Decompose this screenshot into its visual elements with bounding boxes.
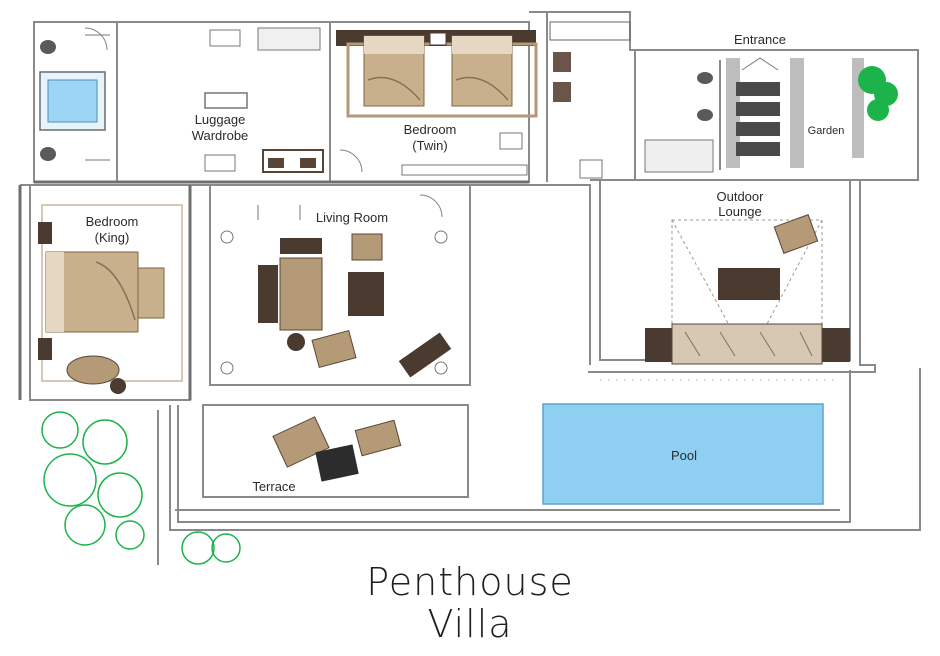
outdoor-lounge-label-line2: Lounge [718,204,761,219]
bedroom-twin-label-line2: (Twin) [412,138,447,153]
plan-title-line2: Villa [427,602,513,646]
entrance-label: Entrance [734,32,786,47]
bedroom-king [38,204,183,394]
living-room [220,194,452,378]
outdoor-lounge [645,214,850,365]
garden-label: Garden [808,125,845,137]
outdoor-lounge-label-line1: Outdoor [717,189,765,204]
thick-walls [18,180,529,400]
luggage-wardrobe [204,27,324,173]
luggage-label-line2: Wardrobe [192,128,249,143]
terrace-label: Terrace [252,479,295,494]
garden-tree [858,66,898,121]
entrance-area [644,57,864,173]
plan-title-line1: Penthouse [366,560,574,604]
terrace [272,416,402,482]
bathroom-left [39,27,110,161]
living-room-label: Living Room [316,210,388,225]
bedroom-king-label-line1: Bedroom [86,214,139,229]
bedroom-king-label-line2: (King) [95,230,130,245]
pool-label: Pool [671,448,697,463]
luggage-label-line1: Luggage [195,112,246,127]
bedroom-twin [336,30,538,176]
pool [542,379,840,505]
wardrobe-column [549,21,631,179]
landscape-trees [41,411,241,565]
bedroom-twin-label-line1: Bedroom [404,122,457,137]
